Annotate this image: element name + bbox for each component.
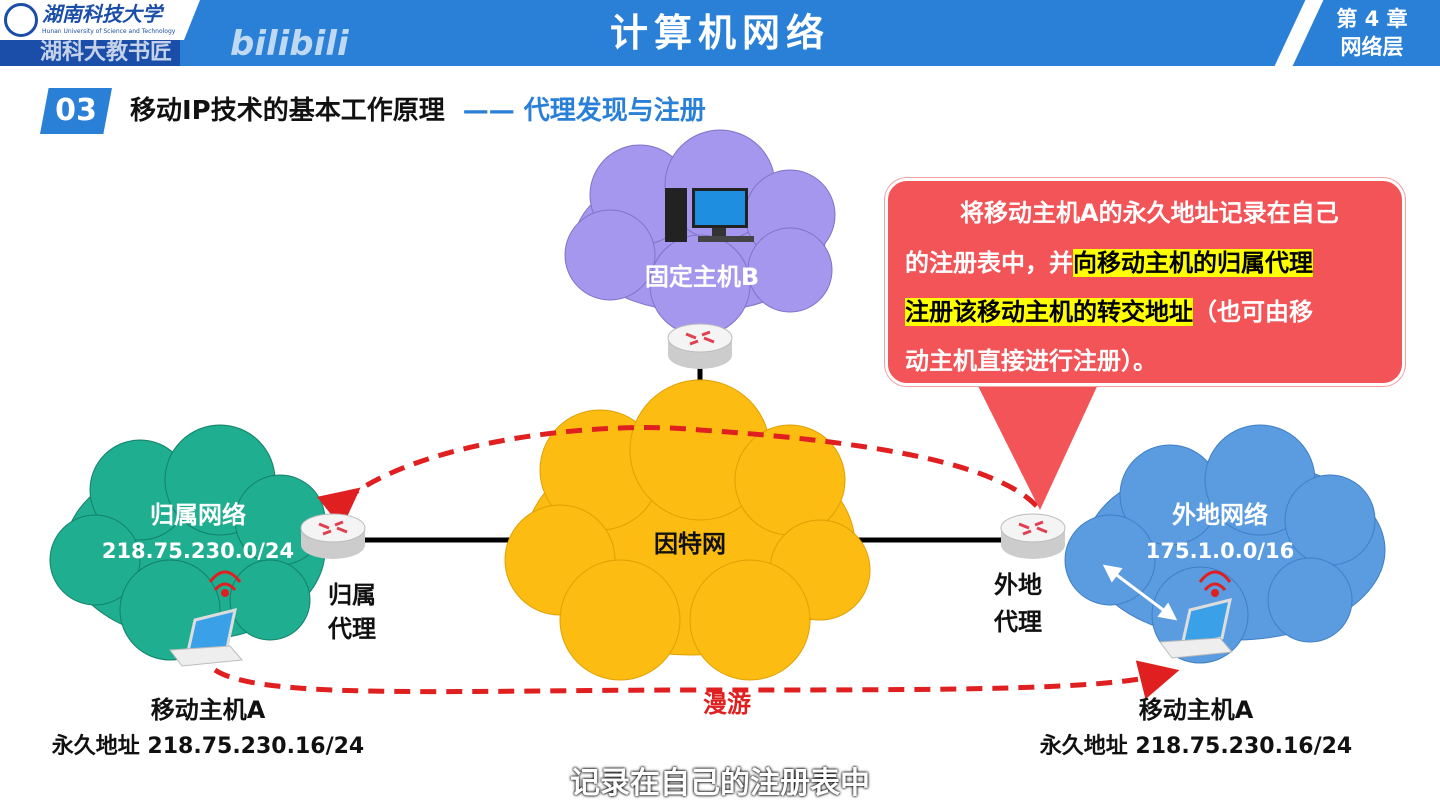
university-seal-icon: [4, 3, 38, 37]
internet-cloud: [504, 379, 871, 681]
callout-line-1: 将移动主机A的永久地址记录在自己: [960, 199, 1339, 227]
home-network-name: 归属网络: [150, 501, 246, 529]
university-name-en: Hunan University of Science and Technolo…: [42, 28, 176, 35]
foreign-network-name: 外地网络: [1172, 501, 1268, 529]
internet-label: 因特网: [654, 530, 726, 558]
foreign-network-prefix: 175.1.0.0/16: [1146, 539, 1295, 563]
callout-line-2: 的注册表中，并向移动主机的归属代理: [905, 248, 1313, 278]
section-subtitle: —— 代理发现与注册: [462, 96, 706, 126]
roaming-label: 漫游: [703, 690, 751, 718]
home-network-prefix: 218.75.230.0/24: [102, 539, 294, 563]
wireless-link-arrow: [1102, 564, 1178, 621]
callout-pointer: [975, 380, 1100, 510]
callout-highlight-1: 向移动主机的归属代理: [1073, 249, 1313, 277]
router-fixed-host-icon: [667, 323, 733, 369]
mobile-host-left-name: 移动主机A: [151, 696, 266, 724]
university-logo: 湖南科技大学 Hunan University of Science and T…: [0, 0, 200, 40]
laptop-left-icon: [169, 570, 244, 667]
home-network-cloud: [49, 424, 326, 661]
registration-dashed-arrow: [316, 425, 1042, 529]
callout-highlight-2: 注册该移动主机的转交地址: [905, 298, 1193, 326]
foreign-agent-router-icon: [1000, 513, 1066, 559]
callout-line-4: 动主机直接进行注册）。: [905, 347, 1157, 375]
home-agent-label-1: 归属: [328, 581, 376, 609]
desktop-computer-icon: [665, 188, 754, 242]
watermark: 湖科大教书匠: [40, 40, 173, 65]
chapter-label: 第 4 章网络层: [1322, 5, 1422, 61]
foreign-agent-label-2: 代理: [993, 608, 1042, 636]
callout-line-3b: （也可由移: [1193, 298, 1313, 326]
laptop-right-icon: [1159, 570, 1234, 659]
header-bar: 湖南科技大学 Hunan University of Science and T…: [0, 0, 1440, 66]
callout-box: [885, 178, 1405, 386]
roaming-dashed-arrow: [213, 660, 1180, 700]
callout-line-2a: 的注册表中，并: [905, 249, 1073, 277]
foreign-agent-label-1: 外地: [994, 571, 1042, 599]
fixed-host-label: 固定主机B: [645, 263, 759, 291]
university-name: 湖南科技大学: [42, 2, 162, 26]
video-subtitle: 记录在自己的注册表中: [570, 766, 870, 801]
home-agent-label-2: 代理: [327, 615, 376, 643]
mobile-host-right-name: 移动主机A: [1139, 696, 1254, 724]
fixed-host-cloud: [564, 129, 836, 336]
mobile-host-right-address: 永久地址 218.75.230.16/24: [1040, 733, 1352, 759]
bilibili-watermark: bilibili: [230, 24, 349, 64]
course-title: 计算机网络: [609, 11, 830, 55]
chapter-name: 网络层: [1340, 35, 1404, 59]
mobile-host-left-address: 永久地址 218.75.230.16/24: [52, 733, 364, 759]
section-heading: 移动IP技术的基本工作原理 —— 代理发现与注册: [130, 94, 706, 128]
section-title: 移动IP技术的基本工作原理: [130, 96, 445, 126]
section-number: 03: [40, 88, 112, 134]
callout-line-3: 注册该移动主机的转交地址（也可由移: [905, 297, 1313, 327]
chapter-number: 第 4 章: [1336, 7, 1408, 31]
logo-bar: [0, 40, 180, 66]
home-agent-router-icon: [300, 513, 366, 559]
